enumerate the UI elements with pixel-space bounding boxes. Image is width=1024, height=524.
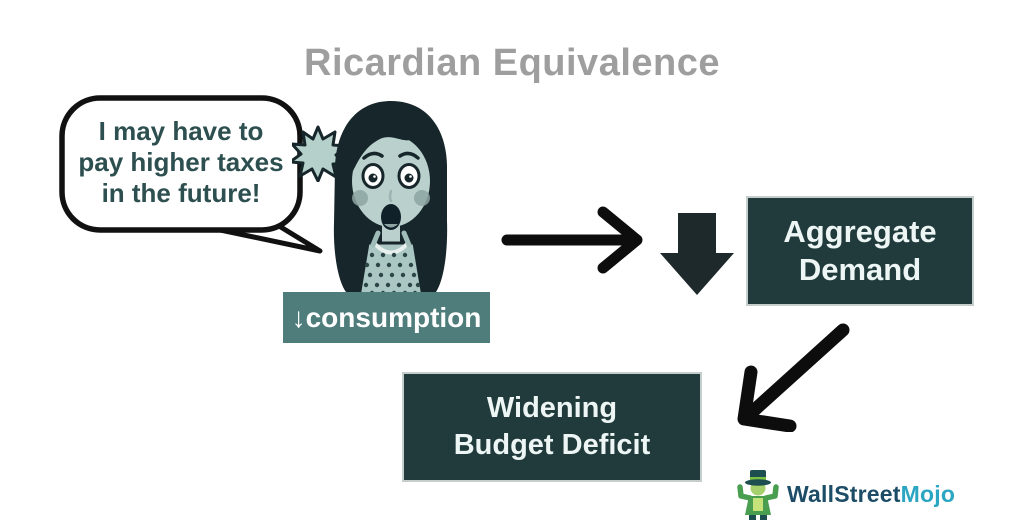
- budget-deficit-box: Widening Budget Deficit: [402, 372, 702, 482]
- shocked-woman-character: [333, 101, 448, 297]
- budget-deficit-line-1: Widening: [486, 392, 618, 424]
- brand-logo-text: WallStreetMojo: [787, 481, 955, 508]
- mascot-icon: [737, 470, 779, 520]
- aggregate-demand-line-2: Demand: [798, 252, 922, 287]
- brand-logo: WallStreetMojo: [735, 468, 955, 520]
- speech-line-1: I may have to: [98, 116, 264, 146]
- budget-deficit-line-2: Budget Deficit: [453, 429, 651, 461]
- consumption-label: ↓consumption: [283, 292, 490, 343]
- diagonal-arrow-icon: [737, 323, 850, 432]
- right-arrow-icon: [501, 206, 643, 274]
- speech-line-2: pay higher taxes: [78, 147, 284, 177]
- speech-line-3: in the future!: [101, 178, 261, 208]
- brand-name-primary: WallStreet: [787, 480, 901, 507]
- aggregate-demand-line-1: Aggregate: [783, 214, 937, 249]
- page-title: Ricardian Equivalence: [304, 42, 720, 84]
- speech-bubble-text: I may have to pay higher taxes in the fu…: [70, 116, 292, 209]
- aggregate-demand-box: Aggregate Demand: [746, 196, 974, 306]
- down-arrow-icon: [660, 213, 734, 295]
- brand-name-accent: Mojo: [900, 480, 956, 507]
- surprise-burst-icon: [292, 125, 344, 182]
